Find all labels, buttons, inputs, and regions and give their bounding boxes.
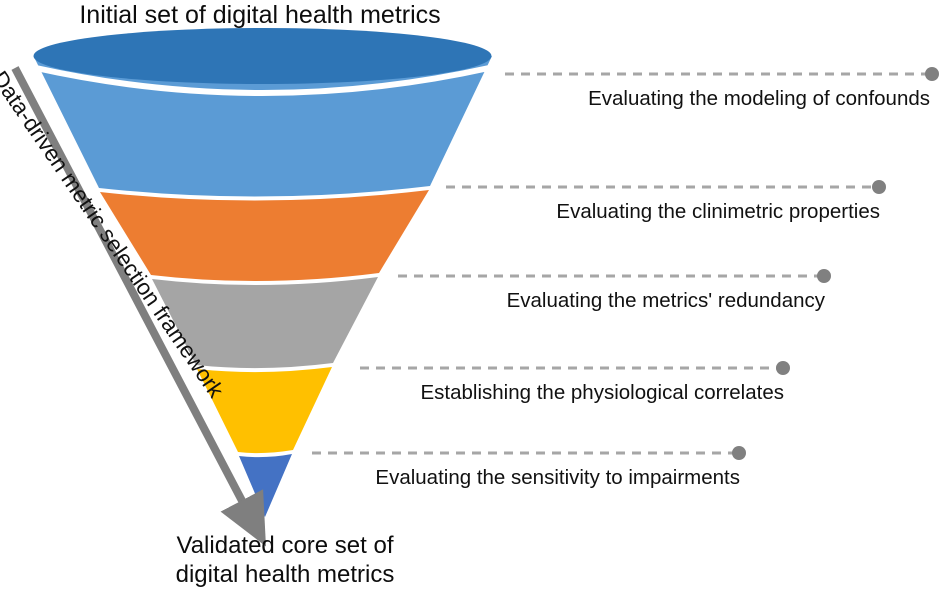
funnel-top-rim bbox=[33, 28, 492, 84]
stage-label-3: Evaluating the metrics' redundancy bbox=[506, 289, 825, 312]
stage-label-2: Evaluating the clinimetric properties bbox=[556, 200, 880, 223]
funnel-band-yellow[interactable] bbox=[197, 367, 332, 454]
bottom-caption-line-2: digital health metrics bbox=[175, 561, 395, 589]
page-title: Initial set of digital health metrics bbox=[79, 1, 441, 29]
stage-label-4: Establishing the physiological correlate… bbox=[420, 381, 784, 404]
framework-arrow bbox=[11, 66, 266, 547]
connector-dot-2[interactable] bbox=[872, 180, 886, 194]
connector-group-1 bbox=[505, 67, 939, 81]
stage-label-1: Evaluating the modeling of confounds bbox=[588, 87, 930, 110]
connector-dot-4[interactable] bbox=[776, 361, 790, 375]
funnel-band-light-blue[interactable] bbox=[33, 56, 493, 197]
bottom-caption: Validated core set of digital health met… bbox=[110, 531, 460, 590]
stage-label-5: Evaluating the sensitivity to impairment… bbox=[375, 466, 740, 489]
connector-group-4 bbox=[360, 361, 790, 375]
bottom-caption-line-1: Validated core set of bbox=[176, 532, 394, 559]
connector-dot-1[interactable] bbox=[925, 67, 939, 81]
connector-group-5 bbox=[312, 446, 746, 460]
funnel-band-orange[interactable] bbox=[100, 190, 429, 282]
connector-group-3 bbox=[398, 269, 831, 283]
funnel-band-blue-tip[interactable] bbox=[239, 454, 292, 517]
connector-group-2 bbox=[446, 180, 886, 194]
funnel-band-gray[interactable] bbox=[152, 277, 378, 369]
connector-dot-3[interactable] bbox=[817, 269, 831, 283]
connector-dot-5[interactable] bbox=[732, 446, 746, 460]
funnel-rim-highlight bbox=[35, 65, 490, 96]
